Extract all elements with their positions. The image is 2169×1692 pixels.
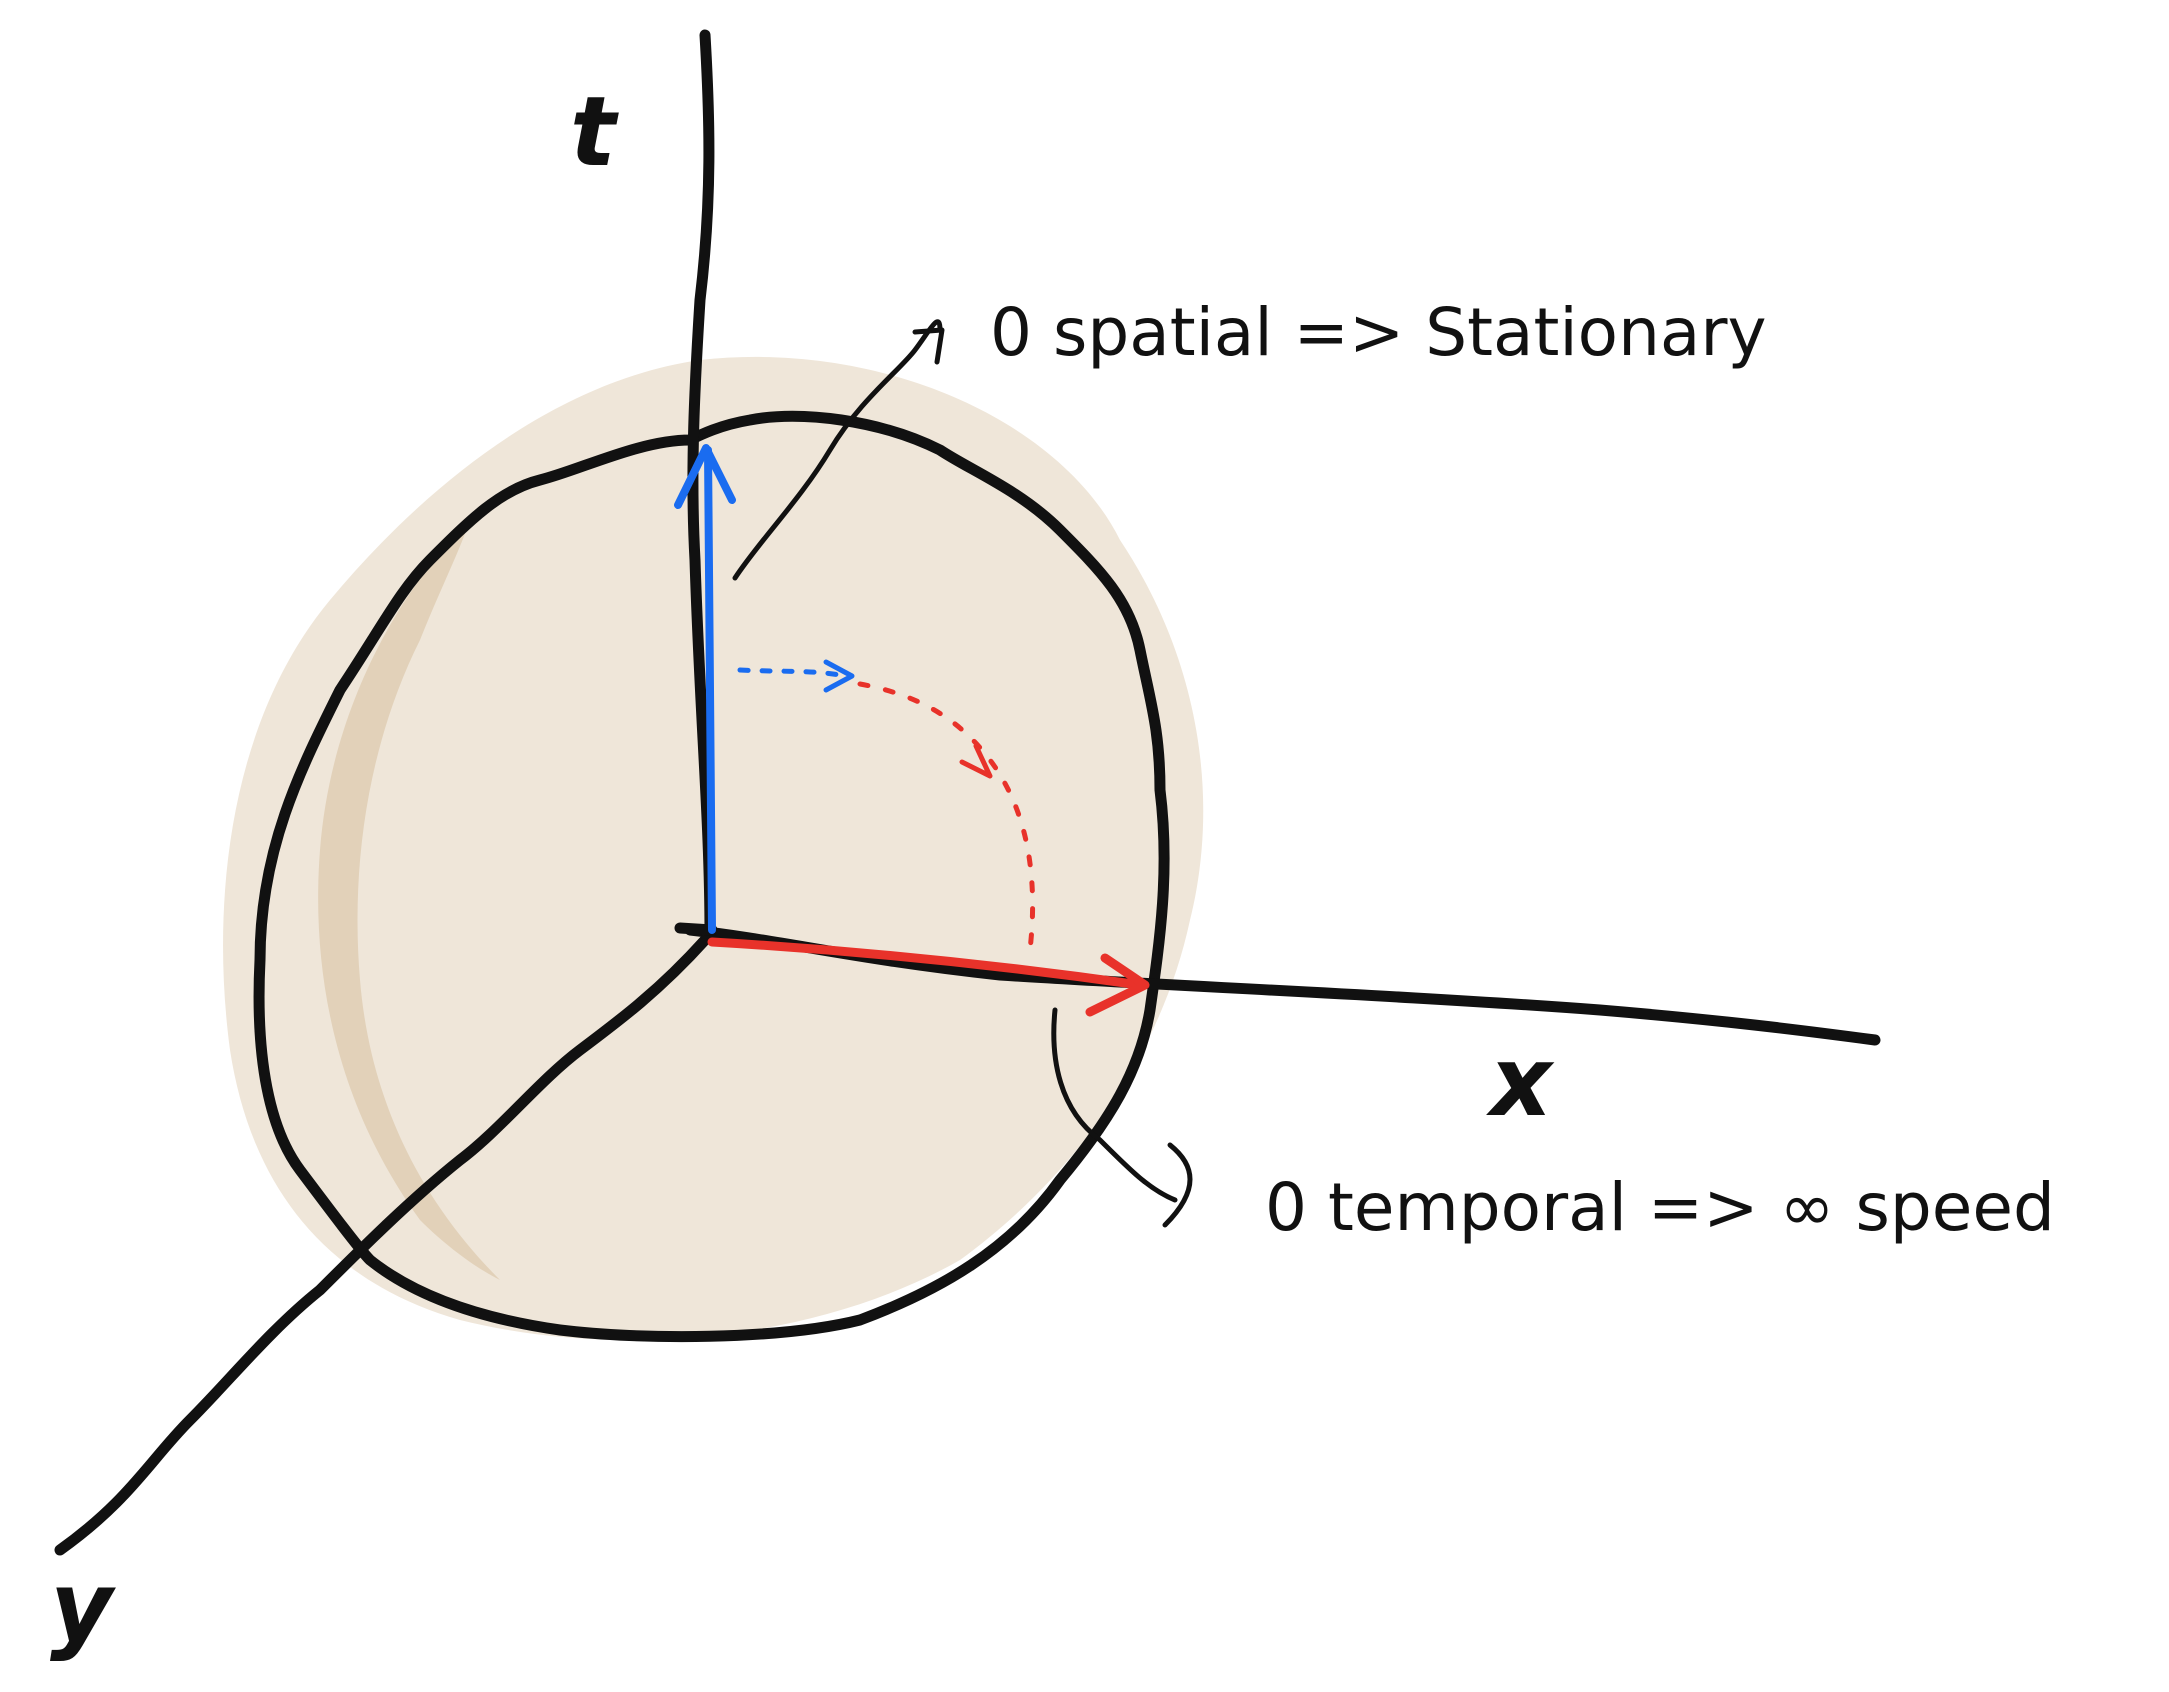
bottom-annotation-leader xyxy=(1051,1007,1178,1203)
top-annotation: 0 spatial => Stationary xyxy=(990,294,1767,371)
sphere-shading xyxy=(318,520,500,1280)
sphere-outline xyxy=(253,410,1170,1343)
temporal-vector-arrowhead xyxy=(674,444,736,509)
rotation-arc-red xyxy=(857,681,1036,953)
rotation-arc-blue-arrowhead xyxy=(823,659,855,693)
x-axis-label: x xyxy=(1486,1026,1555,1138)
rotation-arc-red-arrowhead xyxy=(959,743,993,779)
origin-tick xyxy=(674,922,718,936)
spatial-vector xyxy=(707,937,1145,990)
bottom-annotation-arrowhead xyxy=(1162,1142,1193,1228)
y-axis xyxy=(54,934,711,1556)
spatial-vector-arrowhead xyxy=(1085,953,1150,1017)
rotation-arc-blue xyxy=(737,667,843,678)
y-axis-label: y xyxy=(50,1551,116,1663)
temporal-vector xyxy=(704,446,716,934)
t-axis-label: t xyxy=(570,76,619,188)
top-annotation-arrowhead xyxy=(912,327,945,365)
bottom-annotation: 0 temporal => ∞ speed xyxy=(1265,1169,2055,1246)
t-axis xyxy=(687,29,716,941)
